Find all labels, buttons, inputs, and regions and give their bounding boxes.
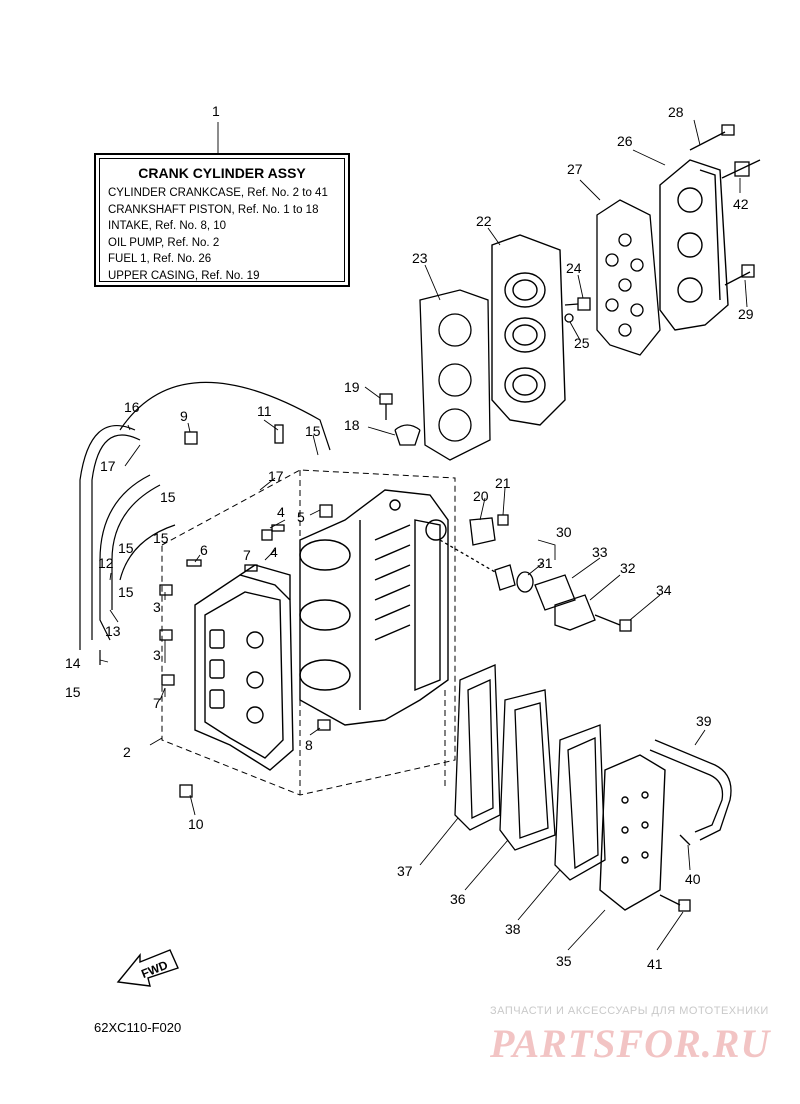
fwd-arrow-shape (116, 949, 179, 987)
callout-28: 28 (668, 104, 684, 120)
legend-title: CRANK CYLINDER ASSY (138, 165, 306, 181)
callout-17a: 17 (100, 458, 116, 474)
callout-36: 36 (450, 891, 466, 907)
callout-38: 38 (505, 921, 521, 937)
callout-13: 13 (105, 623, 121, 639)
callout-3a: 3 (153, 599, 161, 615)
callout-35: 35 (556, 953, 572, 969)
legend-line: UPPER CASING, Ref. No. 19 (108, 269, 260, 282)
part-27-cover-gasket (596, 199, 661, 356)
small-fittings (159, 424, 333, 798)
part-19-bolt (379, 393, 393, 420)
callout-21: 21 (495, 475, 511, 491)
callout-34: 34 (656, 582, 672, 598)
part-39-hose (649, 739, 732, 841)
callout-7b: 7 (153, 695, 161, 711)
callout-9: 9 (180, 408, 188, 424)
part-cylinder-block (299, 489, 449, 726)
callout-15e: 15 (118, 584, 134, 600)
legend-line: OIL PUMP, Ref. No. 2 (108, 236, 220, 249)
callout-15c: 15 (153, 530, 169, 546)
callout-27: 27 (567, 161, 583, 177)
part-32-cover (554, 594, 596, 631)
callout-37: 37 (397, 863, 413, 879)
part-2-crankcase-cover (194, 564, 294, 771)
legend-line: CYLINDER CRANKCASE, Ref. No. 2 to 41 (108, 187, 328, 199)
callout-20: 20 (473, 488, 489, 504)
callout-23: 23 (412, 250, 428, 266)
callout-16: 16 (124, 399, 140, 415)
callout-32: 32 (620, 560, 636, 576)
callout-numbers: 1 2 3 3 4 4 5 6 7 7 8 9 10 11 12 13 14 1… (65, 103, 754, 972)
leader-lines (99, 119, 748, 951)
part-25-washer (564, 313, 574, 323)
part-29-bolt (724, 264, 755, 286)
part-33-gasket (534, 574, 576, 611)
callout-14: 14 (65, 655, 81, 671)
callout-12: 12 (98, 555, 114, 571)
callout-2: 2 (123, 744, 131, 760)
legend-line: FUEL 1, Ref. No. 26 (108, 253, 212, 265)
watermark-caption: ЗАПЧАСТИ И АКСЕССУАРЫ ДЛЯ МОТОТЕХНИКИ (490, 1005, 769, 1017)
callout-15f: 15 (65, 684, 81, 700)
part-24-plug (564, 297, 591, 311)
callout-3b: 3 (153, 647, 161, 663)
callout-29: 29 (738, 306, 754, 322)
callout-11: 11 (257, 403, 272, 419)
part-20-bracket (469, 517, 496, 546)
callout-19: 19 (344, 379, 360, 395)
callout-18: 18 (344, 417, 360, 433)
hoses-left (79, 381, 331, 665)
legend-inner: CRANK CYLINDER ASSY CYLINDER CRANKCASE, … (99, 158, 345, 282)
callout-6: 6 (200, 542, 208, 558)
part-35-exhaust-cover (599, 754, 666, 911)
callout-15b: 15 (160, 489, 176, 505)
callout-10: 10 (188, 816, 204, 832)
part-21-screw (497, 514, 509, 526)
legend-line: INTAKE, Ref. No. 8, 10 (108, 220, 227, 232)
part-28-bolt (689, 124, 735, 151)
part-36-gasket (499, 689, 556, 851)
callout-5: 5 (297, 509, 305, 525)
part-37-gasket (454, 664, 501, 831)
callout-1: 1 (212, 103, 220, 119)
callout-30: 30 (556, 524, 572, 540)
drawing-code: 62XC110-F020 (94, 1020, 182, 1035)
part-23-head-gasket (419, 289, 491, 461)
legend-box: CRANK CYLINDER ASSY CYLINDER CRANKCASE, … (94, 153, 350, 287)
callout-7a: 7 (243, 547, 251, 563)
callout-42: 42 (733, 196, 749, 212)
part-18-clamp (394, 424, 421, 446)
part-41-bolt (659, 894, 691, 912)
callout-17b: 17 (268, 468, 284, 484)
part-40-clip (679, 834, 691, 846)
callout-24: 24 (566, 260, 582, 276)
callout-39: 39 (696, 713, 712, 729)
watermark-logo: PARTSFOR.RU (490, 1021, 771, 1066)
callout-8: 8 (305, 737, 313, 753)
callout-15a: 15 (305, 423, 321, 439)
part-26-head-cover (659, 159, 729, 331)
part-34-bolt (594, 614, 632, 632)
part-31-o-ring (516, 571, 534, 593)
part-42-thermo-switch (721, 159, 761, 179)
callout-4a: 4 (277, 504, 285, 520)
callout-15d: 15 (118, 540, 134, 556)
legend-line: CRANKSHAFT PISTON, Ref. No. 1 to 18 (108, 203, 319, 216)
part-22-cylinder-head (491, 234, 566, 426)
callout-4b: 4 (270, 544, 278, 560)
callout-40: 40 (685, 871, 701, 887)
callout-25: 25 (574, 335, 590, 351)
part-30-fitting (439, 539, 516, 591)
part-38-gasket (554, 724, 606, 881)
callout-33: 33 (592, 544, 608, 560)
callout-41: 41 (647, 956, 663, 972)
callout-22: 22 (476, 213, 492, 229)
callout-31: 31 (537, 555, 553, 571)
callout-26: 26 (617, 133, 633, 149)
